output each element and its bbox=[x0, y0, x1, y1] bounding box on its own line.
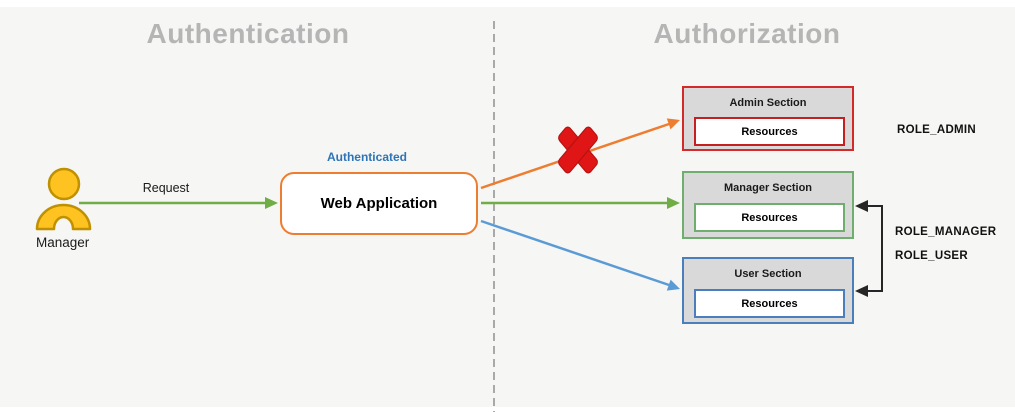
authenticated-status-label: Authenticated bbox=[326, 150, 407, 164]
arrow-to-manager bbox=[481, 197, 680, 209]
manager-section-title: Manager Section bbox=[723, 182, 813, 194]
user-section-node: User Section Resources bbox=[682, 257, 854, 324]
user-resources-node: Resources bbox=[694, 289, 845, 318]
web-application-label: Web Application bbox=[320, 195, 438, 212]
authentication-title: Authentication bbox=[146, 18, 350, 49]
roles-connector bbox=[855, 200, 883, 297]
role-manager-label: ROLE_MANAGER bbox=[895, 226, 997, 238]
person-icon bbox=[35, 167, 92, 231]
request-arrow bbox=[79, 197, 278, 209]
user-resources-label: Resources bbox=[741, 297, 798, 310]
admin-resources-node: Resources bbox=[694, 117, 845, 146]
arrow-to-user bbox=[480, 219, 680, 291]
manager-resources-node: Resources bbox=[694, 203, 845, 232]
admin-section-node: Admin Section Resources bbox=[682, 86, 854, 151]
user-section-title: User Section bbox=[734, 268, 802, 280]
red-x-mark bbox=[558, 126, 598, 174]
web-application-node: Web Application bbox=[280, 172, 478, 235]
admin-resources-label: Resources bbox=[741, 125, 798, 138]
request-arrow-label: Request bbox=[142, 181, 190, 195]
admin-section-title: Admin Section bbox=[729, 97, 807, 109]
role-admin-label: ROLE_ADMIN bbox=[897, 124, 977, 136]
manager-section-node: Manager Section Resources bbox=[682, 171, 854, 239]
role-user-label: ROLE_USER bbox=[895, 250, 968, 262]
manager-resources-label: Resources bbox=[741, 211, 798, 224]
authorization-title: Authorization bbox=[653, 18, 841, 49]
actor-label: Manager bbox=[36, 235, 90, 250]
